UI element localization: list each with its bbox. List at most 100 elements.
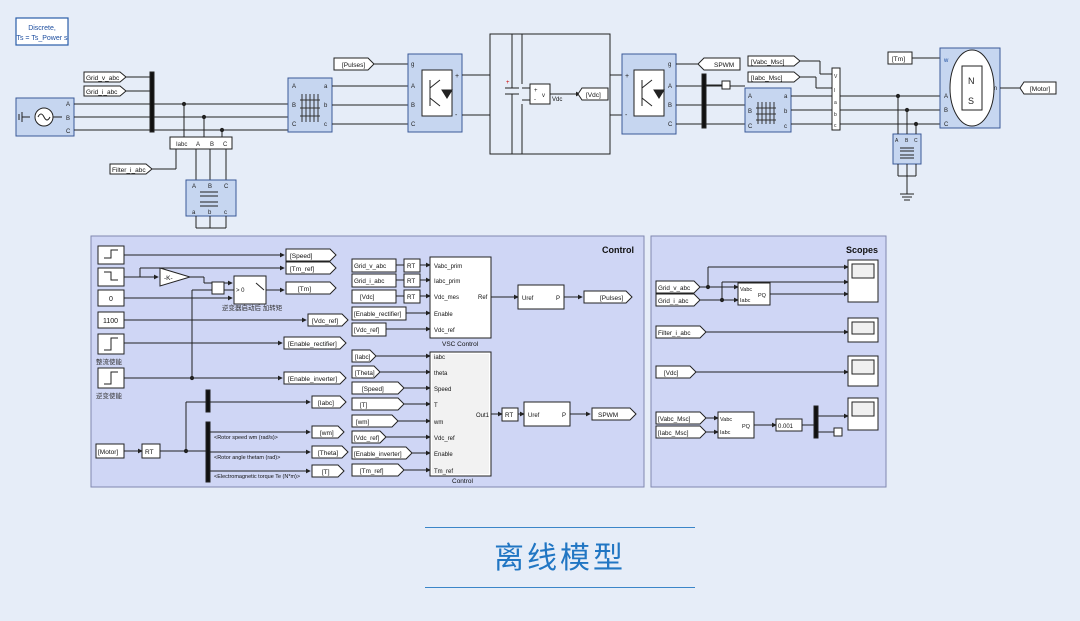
motor-pwm-generator[interactable]: Uref P [523,401,571,427]
control-panel: Control [Speed] [Tm_ref] -K- [90,235,645,488]
motor-goto-tag[interactable]: [Motor] [1019,81,1057,95]
svg-text:A: A [944,94,948,100]
mc-input-theta[interactable]: [Theta] [351,365,381,379]
svg-text:-K-: -K- [164,275,173,282]
scope-filter-i-tag[interactable]: Filter_i_abc [655,325,707,339]
pq-block-1[interactable]: Vabc Iabc PQ [737,282,771,306]
svg-text:b: b [324,103,328,109]
tm-from-tag[interactable]: [Tm] [887,51,913,65]
scope-3[interactable] [847,355,879,387]
goto-tm-ref-tag[interactable]: [Tm_ref] [285,261,337,275]
ground-capacitor-block[interactable]: A B C [892,133,922,165]
motor-control-subsystem[interactable]: iabc theta Speed T wm Vdc_ref Enable Tm_… [429,351,492,477]
grid-transformer-block[interactable]: A B C a b c [287,77,333,133]
svg-text:[Tm_ref]: [Tm_ref] [360,468,384,475]
svg-text:Speed: Speed [434,387,451,393]
svg-text:C: C [668,122,673,128]
inverter-measurement-bar [701,73,707,129]
pq-block-2[interactable]: Vabc Iabc PQ [717,411,755,439]
step-block-speed[interactable] [97,245,125,265]
rate-transition-motor[interactable]: RT [141,443,161,459]
scope-vabc-msc-tag[interactable]: [Vabc_Msc] [655,411,707,425]
mc-input-wm[interactable]: [wm] [351,414,399,428]
scope-2[interactable] [847,317,879,343]
goto-wm-tag[interactable]: [wm] [311,425,345,439]
mc-input-iabc[interactable]: [Iabc] [351,349,377,363]
synchronous-machine-block[interactable]: w A B C m N S [939,47,1001,129]
svg-text:-: - [625,112,628,119]
scope-iabc-msc-tag[interactable]: [Iabc_Msc] [655,425,707,439]
svg-text:Iabc: Iabc [720,430,731,436]
goto-pulses-tag[interactable]: [Pulses] [583,290,633,304]
goto-theta-tag[interactable]: [Theta] [311,445,349,459]
const-zero-block[interactable]: 0 [97,289,125,307]
goto-tm-tag[interactable]: [Tm] [285,281,337,295]
vsc-control-subsystem[interactable]: Vabc_prim Iabc_prim Vdc_mes Enable Vdc_r… [429,256,492,339]
vsc-input-vdc-ref[interactable]: [Vdc_ref] [351,322,387,337]
step-block-enable-inverter[interactable] [97,367,125,389]
vsc-input-vdc[interactable]: [Vdc] [351,289,397,304]
const-1100-block[interactable]: 1100 [97,311,125,329]
rt-block-2[interactable]: RT [403,273,421,288]
mc-input-tm-ref[interactable]: [Tm_ref] [351,463,405,477]
grid-i-tag[interactable]: Grid_i_abc [83,85,127,97]
goto-t-tag[interactable]: [T] [311,464,345,478]
iabc-msc-tag[interactable]: [Iabc_Msc] [747,71,801,83]
spwm-from-tag[interactable]: SPWM [697,57,741,71]
motor-from-tag[interactable]: [Motor] [95,443,125,459]
svg-text:I: I [834,88,835,94]
svg-text:[Vdc]: [Vdc] [664,370,679,377]
svg-text:B: B [944,108,948,114]
step-block-enable-rectifier[interactable] [97,333,125,355]
mc-input-enable-inverter[interactable]: [Enable_inverter] [351,446,413,460]
scope-grid-v-tag[interactable]: Grid_v_abc [655,280,701,294]
svg-text:C: C [411,122,416,128]
vsc-input-grid-i[interactable]: Grid_i_abc [351,273,397,288]
goto-enable-inverter-tag[interactable]: [Enable_inverter] [283,371,347,385]
mc-input-vdc-ref[interactable]: [Vdc_ref] [351,430,387,444]
inverter-start-label: 逆变器启动后 加转矩 [222,303,283,312]
rt-block-1[interactable]: RT [403,258,421,273]
gain-0001-block[interactable]: 0.001 [775,418,803,432]
grid-source-block[interactable]: A B C [15,97,75,137]
svg-text:Ts = Ts_Power s: Ts = Ts_Power s [16,35,68,42]
scope-vdc-tag[interactable]: [Vdc] [655,365,697,379]
gain-block[interactable]: -K- [159,267,192,287]
vsc-inverter-block[interactable]: g A B C + - [621,53,677,135]
goto-vdc-ref-tag[interactable]: [Vdc_ref] [307,313,349,327]
dc-voltage-meter[interactable]: + - v [529,83,551,105]
vsc-input-enable-rectifier[interactable]: [Enable_rectifier] [351,306,407,321]
powergui-block[interactable]: Discrete, Ts = Ts_Power s [15,17,69,46]
scopes-panel: Scopes Grid_v_abc Grid_i_abc Vabc Iabc P… [650,235,887,488]
filter-capacitor-block[interactable]: A B C a b c [185,179,237,217]
vsc-pwm-generator[interactable]: Uref P [517,284,565,310]
switch-block[interactable]: > 0 [233,275,267,305]
scope-4[interactable] [847,397,879,431]
svg-text:1100: 1100 [103,318,118,325]
svg-text:+: + [506,80,510,86]
mc-input-speed[interactable]: [Speed] [351,381,405,395]
vsc-input-grid-v[interactable]: Grid_v_abc [351,258,397,273]
svg-text:+: + [534,88,538,94]
scope-1[interactable] [847,259,879,303]
vdc-goto-tag[interactable]: [Vdc] [577,87,609,101]
motor-transformer-block[interactable]: A B C a b c [744,87,792,133]
msc-measurement-block[interactable]: V I a b c [831,67,841,131]
goto-iabc-tag[interactable]: [Iabc] [311,395,347,409]
svg-text:V: V [834,74,838,80]
filter-measurement-block[interactable]: Iabc A B C [169,136,233,150]
goto-enable-rectifier-tag[interactable]: [Enable_rectifier] [283,336,347,350]
step-block-tm-ref[interactable] [97,267,125,287]
filter-i-tag[interactable]: Filter_i_abc [109,163,153,175]
vsc-rectifier-block[interactable]: g A B C + - [407,53,463,133]
grid-v-tag[interactable]: Grid_v_abc [83,71,127,83]
rt-block-4[interactable]: RT [501,407,519,422]
goto-speed-tag[interactable]: [Speed] [285,248,337,262]
svg-text:B: B [66,116,70,122]
scope-grid-i-tag[interactable]: Grid_i_abc [655,293,701,307]
goto-spwm-tag[interactable]: SPWM [591,407,637,421]
vabc-msc-tag[interactable]: [Vabc_Msc] [747,55,801,67]
rt-block-3[interactable]: RT [403,289,421,304]
mc-input-t[interactable]: [T] [351,397,405,411]
pulses-from-tag[interactable]: [Pulses] [333,57,375,71]
